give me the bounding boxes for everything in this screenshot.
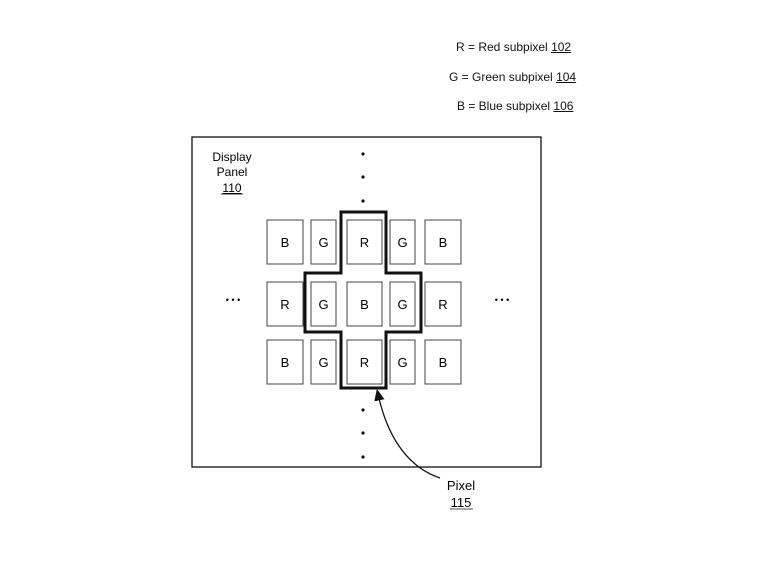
- legend-green-text: G = Green subpixel: [449, 70, 557, 84]
- subpixel-g-r2-c1: [310, 339, 337, 385]
- subpixel-r-r2-c2: [346, 339, 383, 385]
- panel-ref: 110: [222, 181, 241, 195]
- dot-bottom-1: [361, 408, 365, 412]
- dot-top-2: [361, 175, 365, 179]
- pixel-label: Pixel: [447, 478, 475, 493]
- subpixel-label-r1-c3: G: [397, 297, 407, 312]
- subpixel-label-r0-c1: G: [318, 235, 328, 250]
- subpixel-label-r1-c1: G: [318, 297, 328, 312]
- subpixel-r-r1-c4: [424, 281, 462, 327]
- ellipsis-left: • • •: [226, 295, 240, 305]
- legend-green: G = Green subpixel 104: [449, 70, 576, 84]
- subpixel-label-r2-c1: G: [318, 355, 328, 370]
- subpixel-g-r1-c3: [389, 281, 416, 327]
- panel-label-line1: Display: [212, 150, 251, 164]
- subpixel-b-r2-c4: [424, 339, 462, 385]
- subpixel-g-r0-c1: [310, 219, 337, 265]
- subpixel-b-r1-c2: [346, 281, 383, 327]
- dot-top-1: [361, 152, 365, 156]
- legend-red-ref: 102: [551, 40, 572, 54]
- dot-bottom-2: [361, 431, 365, 435]
- subpixel-label-r0-c0: B: [281, 235, 290, 250]
- legend-red-text: R = Red subpixel: [456, 40, 552, 54]
- pixel-arrow: [374, 388, 441, 479]
- subpixel-label-r0-c4: B: [439, 235, 448, 250]
- subpixel-label-r1-c4: R: [438, 297, 447, 312]
- legend-green-ref: 104: [556, 70, 577, 84]
- legend-blue: B = Blue subpixel 106: [457, 99, 573, 113]
- subpixel-label-r0-c2: R: [360, 235, 369, 250]
- dot-top-3: [361, 199, 365, 203]
- subpixel-b-r0-c0: [266, 219, 304, 265]
- subpixel-b-r2-c0: [266, 339, 304, 385]
- subpixel-g-r1-c1: [310, 281, 337, 327]
- legend-blue-ref: 106: [553, 99, 574, 113]
- subpixel-label-r2-c2: R: [360, 355, 369, 370]
- legend-blue-text: B = Blue subpixel: [457, 99, 554, 113]
- subpixel-b-r0-c4: [424, 219, 462, 265]
- subpixel-label-r1-c2: B: [360, 297, 369, 312]
- legend-red: R = Red subpixel 102: [456, 40, 571, 54]
- subpixel-r-r1-c0: [266, 281, 304, 327]
- ellipsis-right: • • •: [495, 295, 509, 305]
- subpixel-label-r2-c0: B: [281, 355, 290, 370]
- subpixel-g-r2-c3: [389, 339, 416, 385]
- subpixel-g-r0-c3: [389, 219, 416, 265]
- subpixel-label-r2-c4: B: [439, 355, 448, 370]
- subpixel-label-r2-c3: G: [397, 355, 407, 370]
- subpixel-grid: B G R G B R G B G R B G R G B: [266, 219, 462, 385]
- subpixel-r-r0-c2: [346, 219, 383, 265]
- panel-label-line2: Panel: [217, 165, 248, 179]
- subpixel-label-r0-c3: G: [397, 235, 407, 250]
- pixel-outline: [303, 210, 423, 390]
- dot-bottom-3: [361, 455, 365, 459]
- subpixel-label-r1-c0: R: [280, 297, 289, 312]
- pixel-ref: 115: [451, 495, 472, 510]
